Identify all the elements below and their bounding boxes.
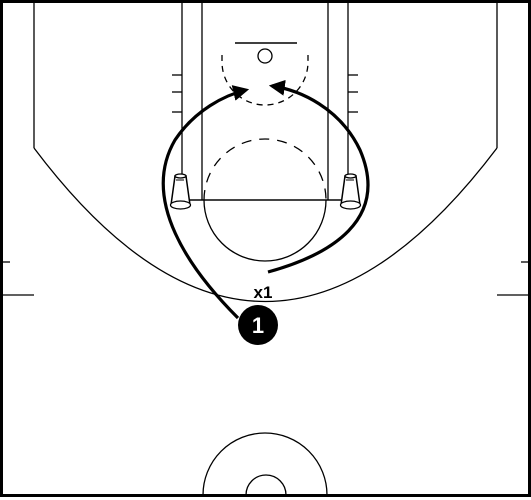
offense-player-number: 1 <box>252 313 264 338</box>
defender-label: x1 <box>254 283 273 302</box>
restricted-area-arc <box>221 55 309 106</box>
offense-player-1: 1 <box>238 305 278 345</box>
center-circle-outer <box>202 432 328 496</box>
rim <box>257 48 273 64</box>
right-cone <box>339 173 362 210</box>
defender-cut-path <box>267 79 370 274</box>
left-cone <box>169 173 192 210</box>
three-point-arc <box>33 147 498 303</box>
lane-hash-marks <box>2 74 529 296</box>
offense-cut-path <box>161 85 250 320</box>
outer-lane <box>181 1 349 201</box>
free-throw-circle-upper <box>203 138 327 201</box>
free-throw-circle-lower <box>203 199 327 262</box>
center-circle-inner <box>245 474 287 496</box>
